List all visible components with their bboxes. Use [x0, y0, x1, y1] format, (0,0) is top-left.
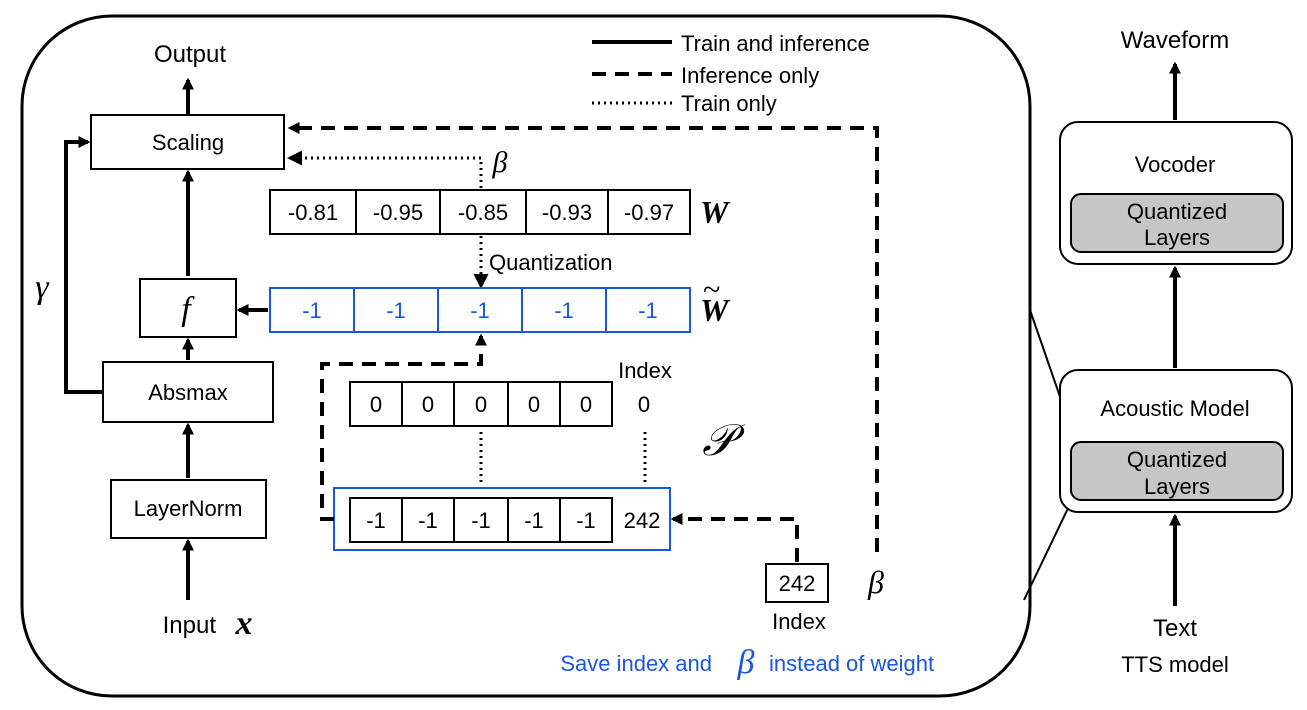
codebook-cell [401, 381, 455, 427]
codebook-value: 0 [580, 392, 592, 417]
legend-train-and-inference: Train and inference [681, 31, 870, 56]
absmax-label: Absmax [148, 380, 227, 405]
weight-value: -0.81 [288, 200, 338, 225]
index-lookup-arrow [670, 513, 799, 562]
codebook-value: -1 [524, 508, 544, 533]
gamma-symbol: γ [35, 269, 50, 306]
legend-inference-only: Inference only [681, 63, 819, 88]
absmax-box [102, 361, 274, 423]
acoustic-quantized-layers [1070, 441, 1284, 501]
codebook-last-row: -1 -1 -1 -1 -1 242 [333, 487, 671, 551]
quantized-row-frame [269, 287, 691, 333]
input-label: Input [163, 612, 217, 639]
output-label: Output [154, 41, 226, 68]
codebook-cell [559, 381, 613, 427]
lookup-arrow [320, 333, 487, 521]
codebook-value: 0 [475, 392, 487, 417]
codebook-first-row: 0 0 0 0 0 [349, 381, 613, 427]
quantized-value: -1 [554, 298, 574, 323]
weight-value: -0.85 [458, 200, 508, 225]
codebook-cell [453, 497, 509, 543]
acoustic-quantized-line1: Quantized [1127, 447, 1227, 472]
codebook-value: -1 [576, 508, 596, 533]
zoom-line-bottom [1023, 499, 1073, 601]
codebook-last-index: 242 [624, 508, 661, 533]
legend-train-only: Train only [681, 91, 777, 116]
save-note-before: Save index and [560, 651, 712, 676]
gamma-skip-arrow [64, 136, 103, 394]
tts-model-label: TTS model [1121, 652, 1229, 677]
codebook-cell [401, 497, 455, 543]
waveform-label: Waveform [1121, 27, 1229, 54]
vocoder-quantized-line2: Layers [1144, 225, 1210, 250]
codebook-cell [559, 497, 613, 543]
codebook-value: -1 [366, 508, 386, 533]
weight-cell [269, 189, 357, 235]
weight-cell [355, 189, 441, 235]
save-note-beta: β [737, 644, 755, 681]
beta-inference-arrow [287, 122, 879, 552]
codebook-cell [507, 497, 561, 543]
detail-panel [20, 14, 1032, 698]
weight-cell [607, 189, 691, 235]
vocoder-quantized-line1: Quantized [1127, 199, 1227, 224]
tilde-accent: ~ [703, 271, 720, 307]
saved-index-value: 242 [779, 571, 816, 596]
codebook-value: 0 [370, 392, 382, 417]
input-symbol: x [235, 605, 253, 642]
saved-index-label: Index [772, 609, 826, 634]
quantization-label: Quantization [489, 250, 613, 275]
quantized-symbol: W [700, 292, 731, 328]
quantized-value: -1 [638, 298, 658, 323]
beta-inference-symbol: β [867, 564, 884, 600]
codebook-value: 0 [422, 392, 434, 417]
layernorm-label: LayerNorm [134, 496, 243, 521]
save-note-after: instead of weight [769, 651, 934, 676]
text-label: Text [1153, 615, 1197, 642]
quantized-value: -1 [470, 298, 490, 323]
weight-value: -0.97 [624, 200, 674, 225]
weight-symbol: W [700, 194, 731, 230]
quantized-value: -1 [302, 298, 322, 323]
beta-train-symbol: β [492, 146, 508, 179]
f-box [139, 278, 237, 338]
scaling-box [90, 114, 285, 170]
codebook-index-label: Index [618, 358, 672, 383]
weight-row: -0.81 -0.95 -0.85 -0.93 -0.97 [269, 189, 691, 235]
codebook-value: 0 [528, 392, 540, 417]
quantized-value: -1 [386, 298, 406, 323]
codebook-first-index: 0 [638, 392, 650, 417]
codebook-cell [349, 381, 403, 427]
weight-cell [439, 189, 527, 235]
codebook-value: -1 [418, 508, 438, 533]
vocoder-quantized-layers [1070, 193, 1284, 253]
quantized-weight-row: -1 -1 -1 -1 -1 [269, 287, 691, 333]
acoustic-model-label: Acoustic Model [1100, 396, 1249, 421]
layernorm-box [110, 479, 267, 539]
acoustic-quantized-line2: Layers [1144, 474, 1210, 499]
save-note: Save index and β instead of weight [560, 644, 934, 681]
scaling-label: Scaling [152, 130, 224, 155]
weight-value: -0.93 [542, 200, 592, 225]
codebook-cell [507, 381, 561, 427]
saved-index-box [765, 563, 829, 603]
weight-value: -0.95 [373, 200, 423, 225]
codebook-value: -1 [471, 508, 491, 533]
vocoder-label: Vocoder [1135, 152, 1216, 177]
beta-train-arrow [287, 150, 483, 188]
legend: Train and inference Inference only Train… [592, 31, 870, 116]
